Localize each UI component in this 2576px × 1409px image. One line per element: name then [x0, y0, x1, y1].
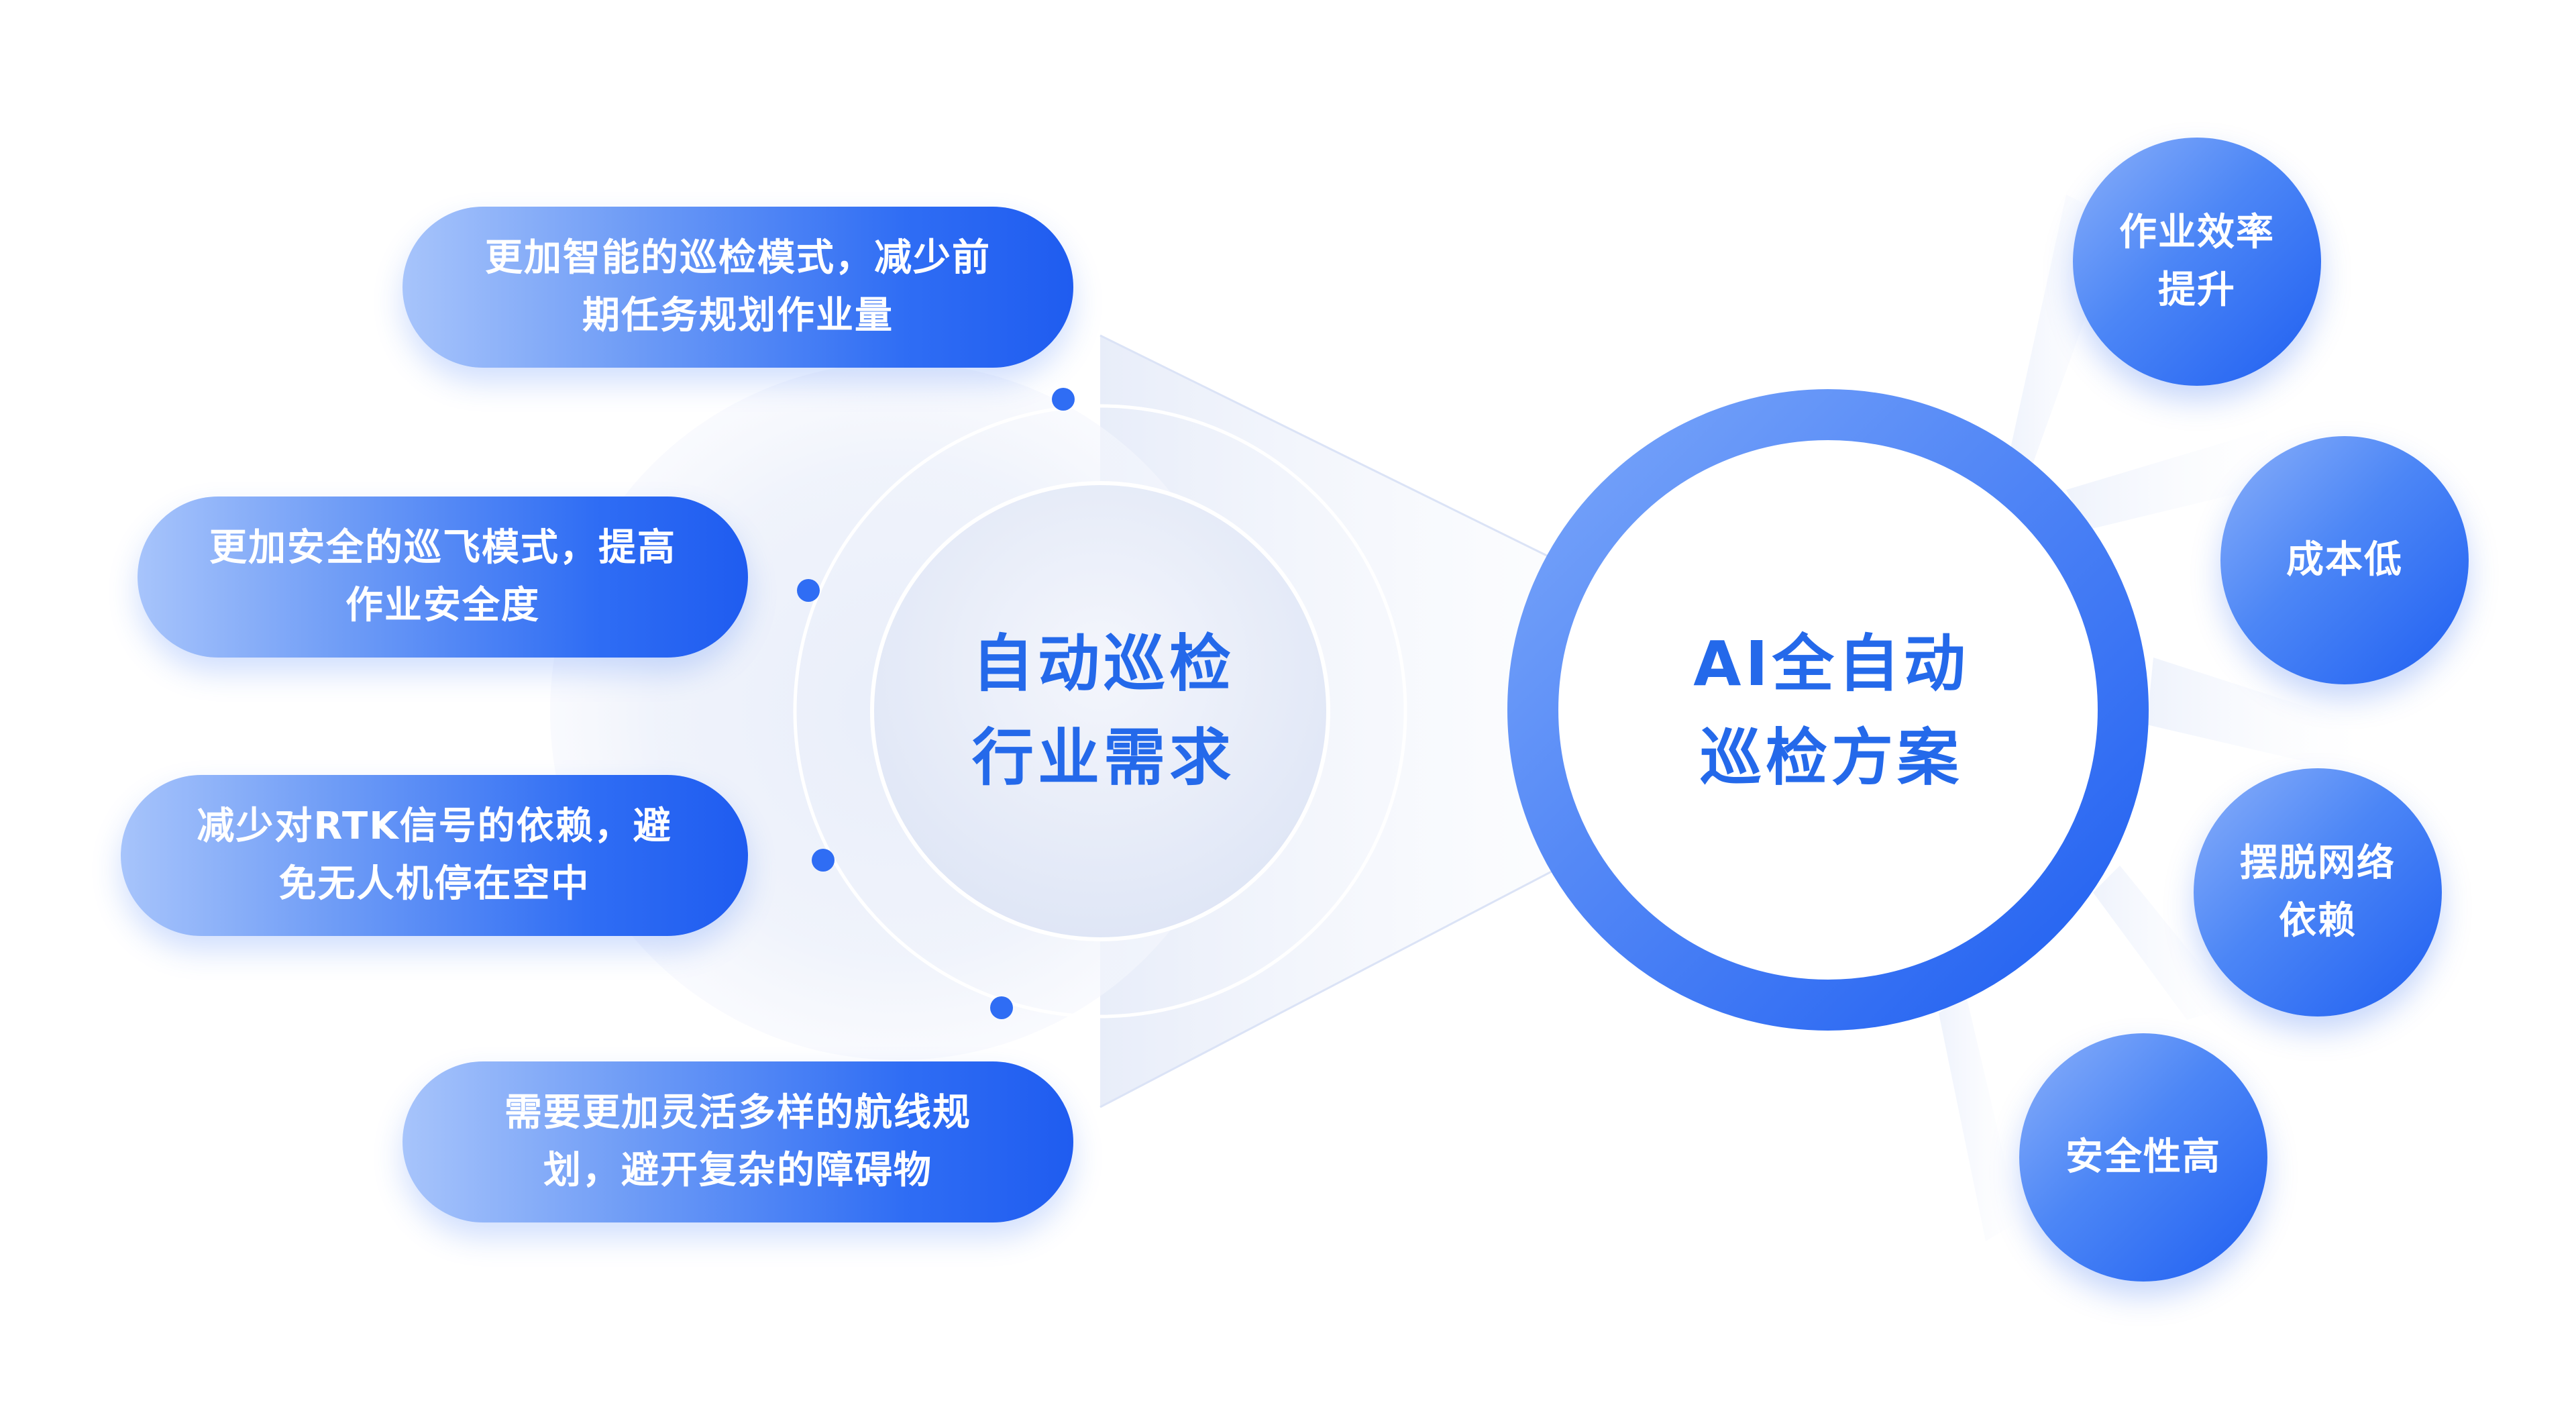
need-4-line2: 划，避开复杂的障碍物: [543, 1149, 932, 1192]
need-text-2: 更加安全的巡飞模式，提高 作业安全度: [209, 519, 676, 635]
need-2-line1: 更加安全的巡飞模式，提高: [209, 526, 676, 570]
need-text-1: 更加智能的巡检模式，减少前 期任务规划作业量: [485, 229, 991, 345]
need-text-3: 减少对RTK信号的依赖，避 免无人机停在空中: [197, 798, 672, 913]
orbit-dot-1: [1052, 388, 1075, 411]
benefit-ray-4: [2093, 866, 2234, 1020]
benefit-circle-1: 作业效率 提升: [2073, 138, 2321, 386]
need-pill-4: 需要更加灵活多样的航线规 划，避开复杂的障碍物: [402, 1061, 1073, 1222]
orbit-dot-4: [990, 996, 1013, 1019]
needs-inner-circle: [870, 481, 1330, 941]
benefit-circle-3: 摆脱网络 依赖: [2194, 768, 2442, 1016]
needs-title-line1: 自动巡检: [971, 628, 1235, 700]
need-3-line1: 减少对RTK信号的依赖，避: [197, 804, 672, 848]
need-text-4: 需要更加灵活多样的航线规 划，避开复杂的障碍物: [504, 1084, 971, 1200]
connector-line-top: [1099, 334, 1564, 565]
benefit-1-line2: 提升: [2158, 268, 2236, 312]
need-1-line2: 期任务规划作业量: [582, 294, 894, 337]
benefit-4-line1: 安全性高: [2065, 1135, 2221, 1179]
benefit-circle-4: 安全性高: [2019, 1033, 2267, 1282]
benefit-1-line1: 作业效率: [2119, 211, 2275, 254]
orbit-dot-3: [812, 849, 835, 872]
needs-orbit-ring: [793, 404, 1407, 1019]
need-1-line1: 更加智能的巡检模式，减少前: [485, 236, 991, 280]
benefit-circle-2: 成本低: [2220, 436, 2469, 684]
benefit-ray-5: [1939, 993, 2019, 1241]
need-2-line2: 作业安全度: [345, 584, 540, 627]
benefit-text-1: 作业效率 提升: [2119, 204, 2275, 319]
needs-title: 自动巡检 行业需求: [936, 617, 1271, 805]
needs-title-line2: 行业需求: [971, 722, 1235, 794]
benefit-2-line1: 成本低: [2286, 538, 2403, 582]
benefit-ray-3: [2147, 658, 2361, 772]
benefit-text-2: 成本低: [2286, 531, 2403, 589]
benefit-text-3: 摆脱网络 依赖: [2240, 835, 2396, 950]
connector-line-bottom: [1099, 864, 1564, 1108]
need-3-line2: 免无人机停在空中: [278, 862, 590, 906]
solution-title-line2: 巡检方案: [1699, 722, 1963, 794]
need-4-line1: 需要更加灵活多样的航线规: [504, 1091, 971, 1135]
benefit-text-4: 安全性高: [2065, 1129, 2221, 1186]
need-pill-3: 减少对RTK信号的依赖，避 免无人机停在空中: [121, 775, 748, 936]
benefit-3-line2: 依赖: [2279, 899, 2357, 943]
solution-inner: [1560, 441, 2096, 978]
solution-title: AI全自动 巡检方案: [1677, 617, 1986, 805]
benefit-ray-2: [2066, 429, 2281, 530]
solution-ring: [1507, 389, 2149, 1031]
need-pill-1: 更加智能的巡检模式，减少前 期任务规划作业量: [402, 207, 1073, 368]
orbit-dot-2: [797, 579, 820, 602]
solution-title-line1: AI全自动: [1693, 628, 1970, 700]
need-pill-2: 更加安全的巡飞模式，提高 作业安全度: [138, 497, 748, 658]
benefit-3-line1: 摆脱网络: [2240, 841, 2396, 885]
